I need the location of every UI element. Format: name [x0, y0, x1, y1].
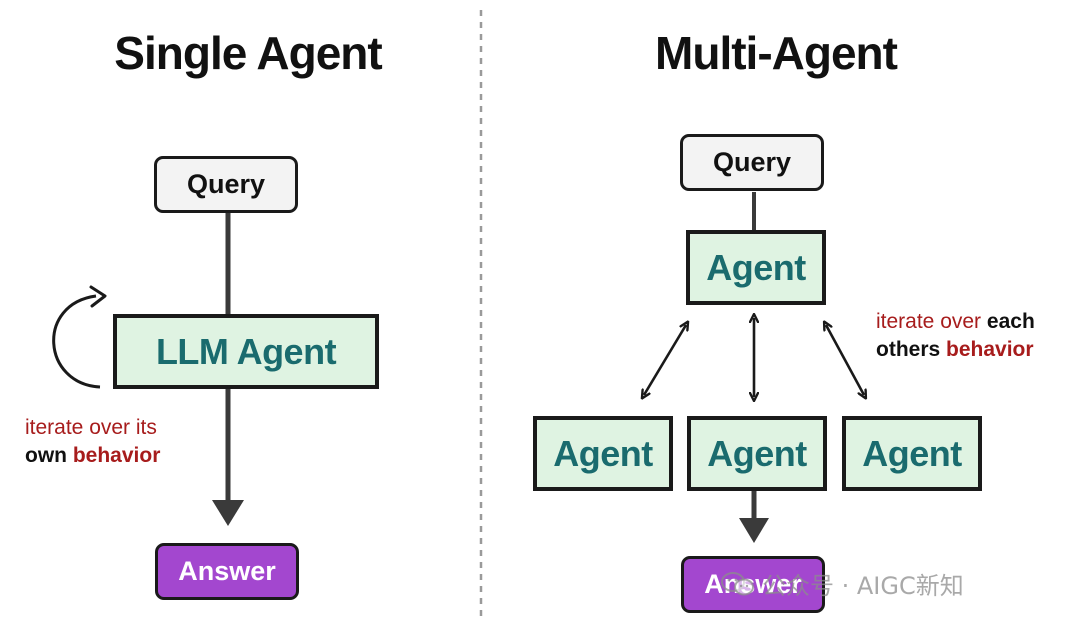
wechat-icon	[720, 571, 756, 597]
note-line-1: iterate over its	[25, 416, 157, 439]
note-line-2: others behavior	[876, 336, 1035, 364]
single-answer-box: Answer	[155, 543, 299, 600]
down-arrow-icon	[739, 518, 769, 543]
multi-agent-note: iterate over each others behavior	[876, 308, 1035, 364]
agent-box-middle: Agent	[687, 416, 827, 491]
watermark: 公众号 · AIGC新知	[720, 566, 964, 601]
note-behavior: behavior	[72, 444, 161, 467]
loop-arrow-icon	[52, 285, 107, 389]
note-iterate-over: iterate over	[876, 310, 982, 333]
note-each: each	[986, 310, 1035, 333]
top-agent-box: Agent	[686, 230, 826, 305]
single-agent-title: Single Agent	[114, 27, 382, 79]
agent-box-left: Agent	[533, 416, 673, 491]
note-line-2: own behavior	[25, 442, 160, 470]
double-arrow-icon	[826, 325, 864, 395]
single-agent-note: iterate over its own behavior	[25, 414, 160, 470]
note-behavior: behavior	[946, 338, 1034, 361]
down-arrow-icon	[212, 500, 244, 526]
multi-query-box: Query	[680, 134, 824, 191]
llm-agent-box: LLM Agent	[113, 314, 379, 389]
watermark-text: 公众号 · AIGC新知	[762, 572, 964, 600]
double-arrow-icon	[644, 325, 686, 395]
single-query-box: Query	[154, 156, 298, 213]
note-line-1: iterate over each	[876, 308, 1035, 336]
agent-box-right: Agent	[842, 416, 982, 491]
note-own: own	[25, 444, 67, 467]
multi-agent-title: Multi-Agent	[655, 27, 898, 79]
note-others: others	[876, 338, 941, 361]
